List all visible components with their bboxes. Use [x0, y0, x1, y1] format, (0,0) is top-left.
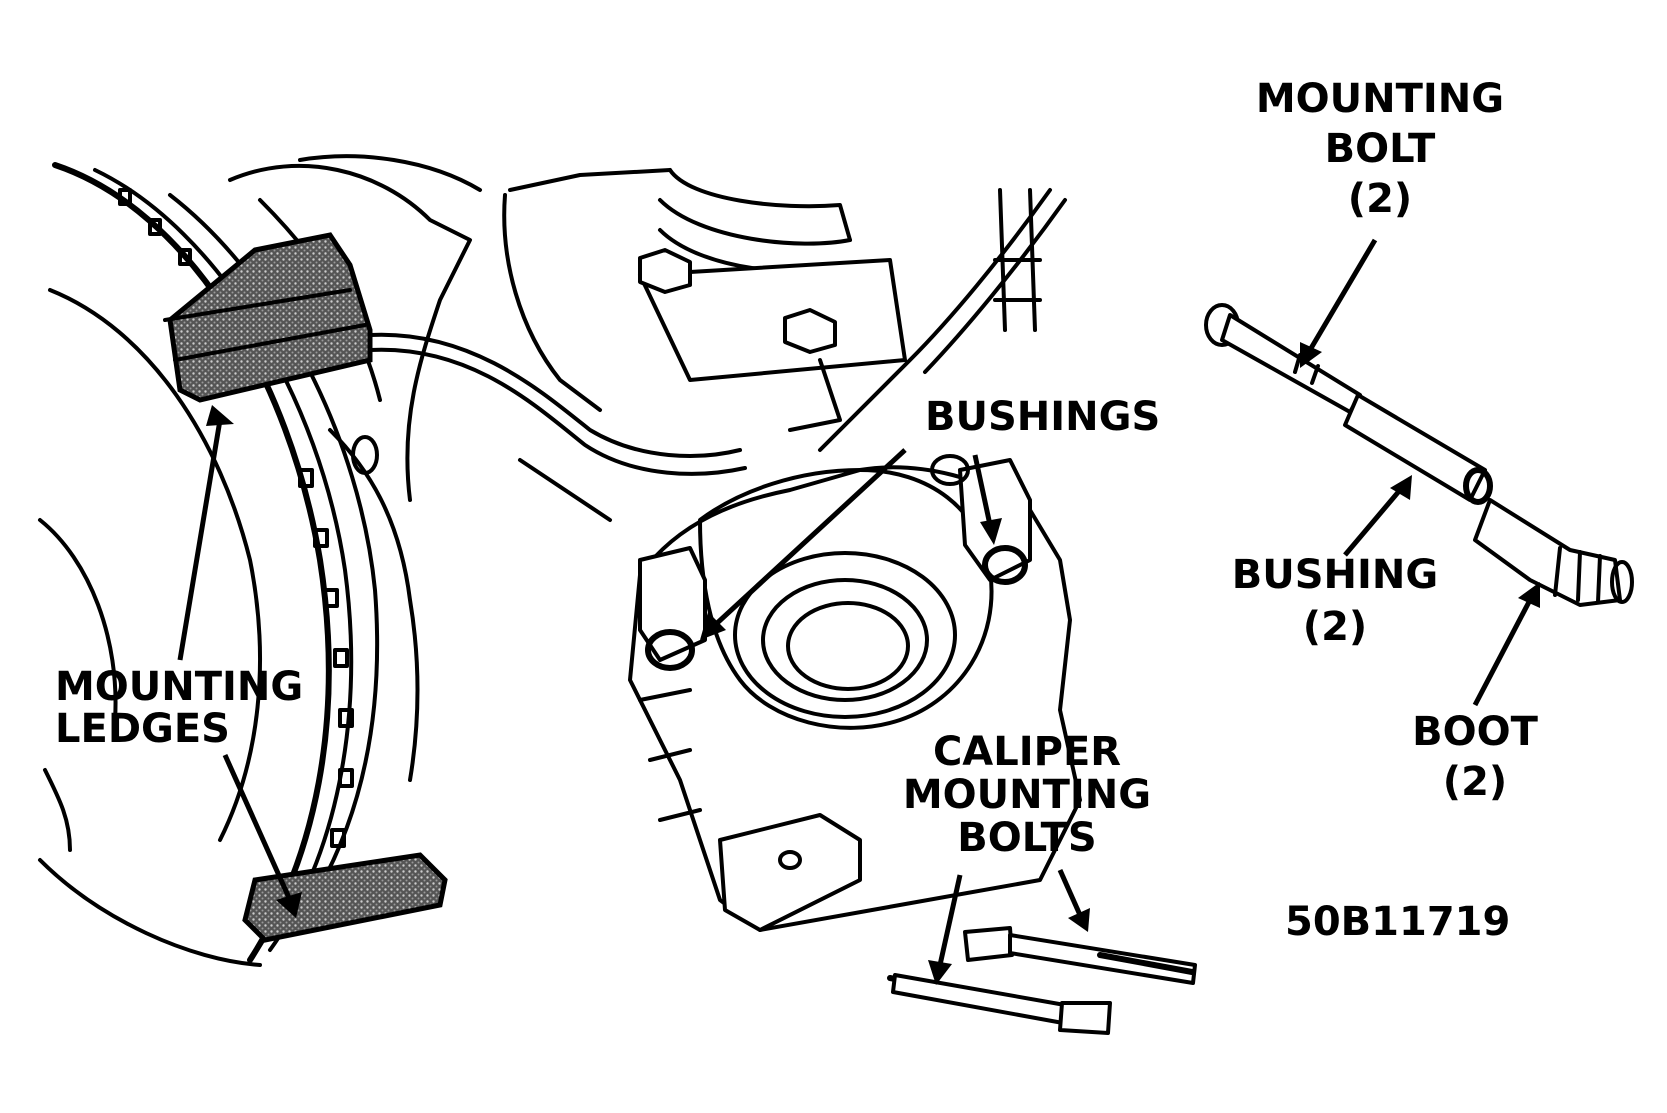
lower-mounting-ledge-pad: [242, 852, 448, 943]
label-mounting-ledges-line1: MOUNTING: [55, 664, 303, 710]
upper-mounting-ledge-pad: [163, 232, 373, 403]
label-caliper-mounting-bolts-line1: CALIPER: [933, 729, 1121, 775]
label-boot-line1: BOOT: [1412, 709, 1538, 755]
label-bushing-line2: (2): [1303, 604, 1367, 650]
leader-arrows: [177, 238, 1540, 985]
figure-code: 50B11719: [1285, 899, 1510, 945]
label-bushing-line1: BUSHING: [1232, 552, 1438, 598]
caliper-mounting-bolts: [887, 926, 1197, 1035]
brake-hose: [368, 188, 1067, 522]
rotor-vent-holes: [118, 188, 354, 848]
label-caliper-mounting-bolts-line2: MOUNTING: [903, 772, 1151, 818]
label-mounting-bolt-line2: BOLT: [1325, 126, 1436, 172]
label-mounting-ledges-line2: LEDGES: [55, 706, 230, 752]
bolt-bushing-boot-assembly: [1204, 303, 1634, 607]
label-caliper-mounting-bolts-line3: BOLTS: [957, 815, 1096, 861]
label-boot-line2: (2): [1443, 759, 1507, 805]
strut-assembly: [502, 168, 907, 432]
label-mounting-bolt-line3: (2): [1348, 176, 1412, 222]
label-mounting-bolt-line1: MOUNTING: [1256, 76, 1504, 122]
label-bushings: BUSHINGS: [925, 394, 1160, 440]
